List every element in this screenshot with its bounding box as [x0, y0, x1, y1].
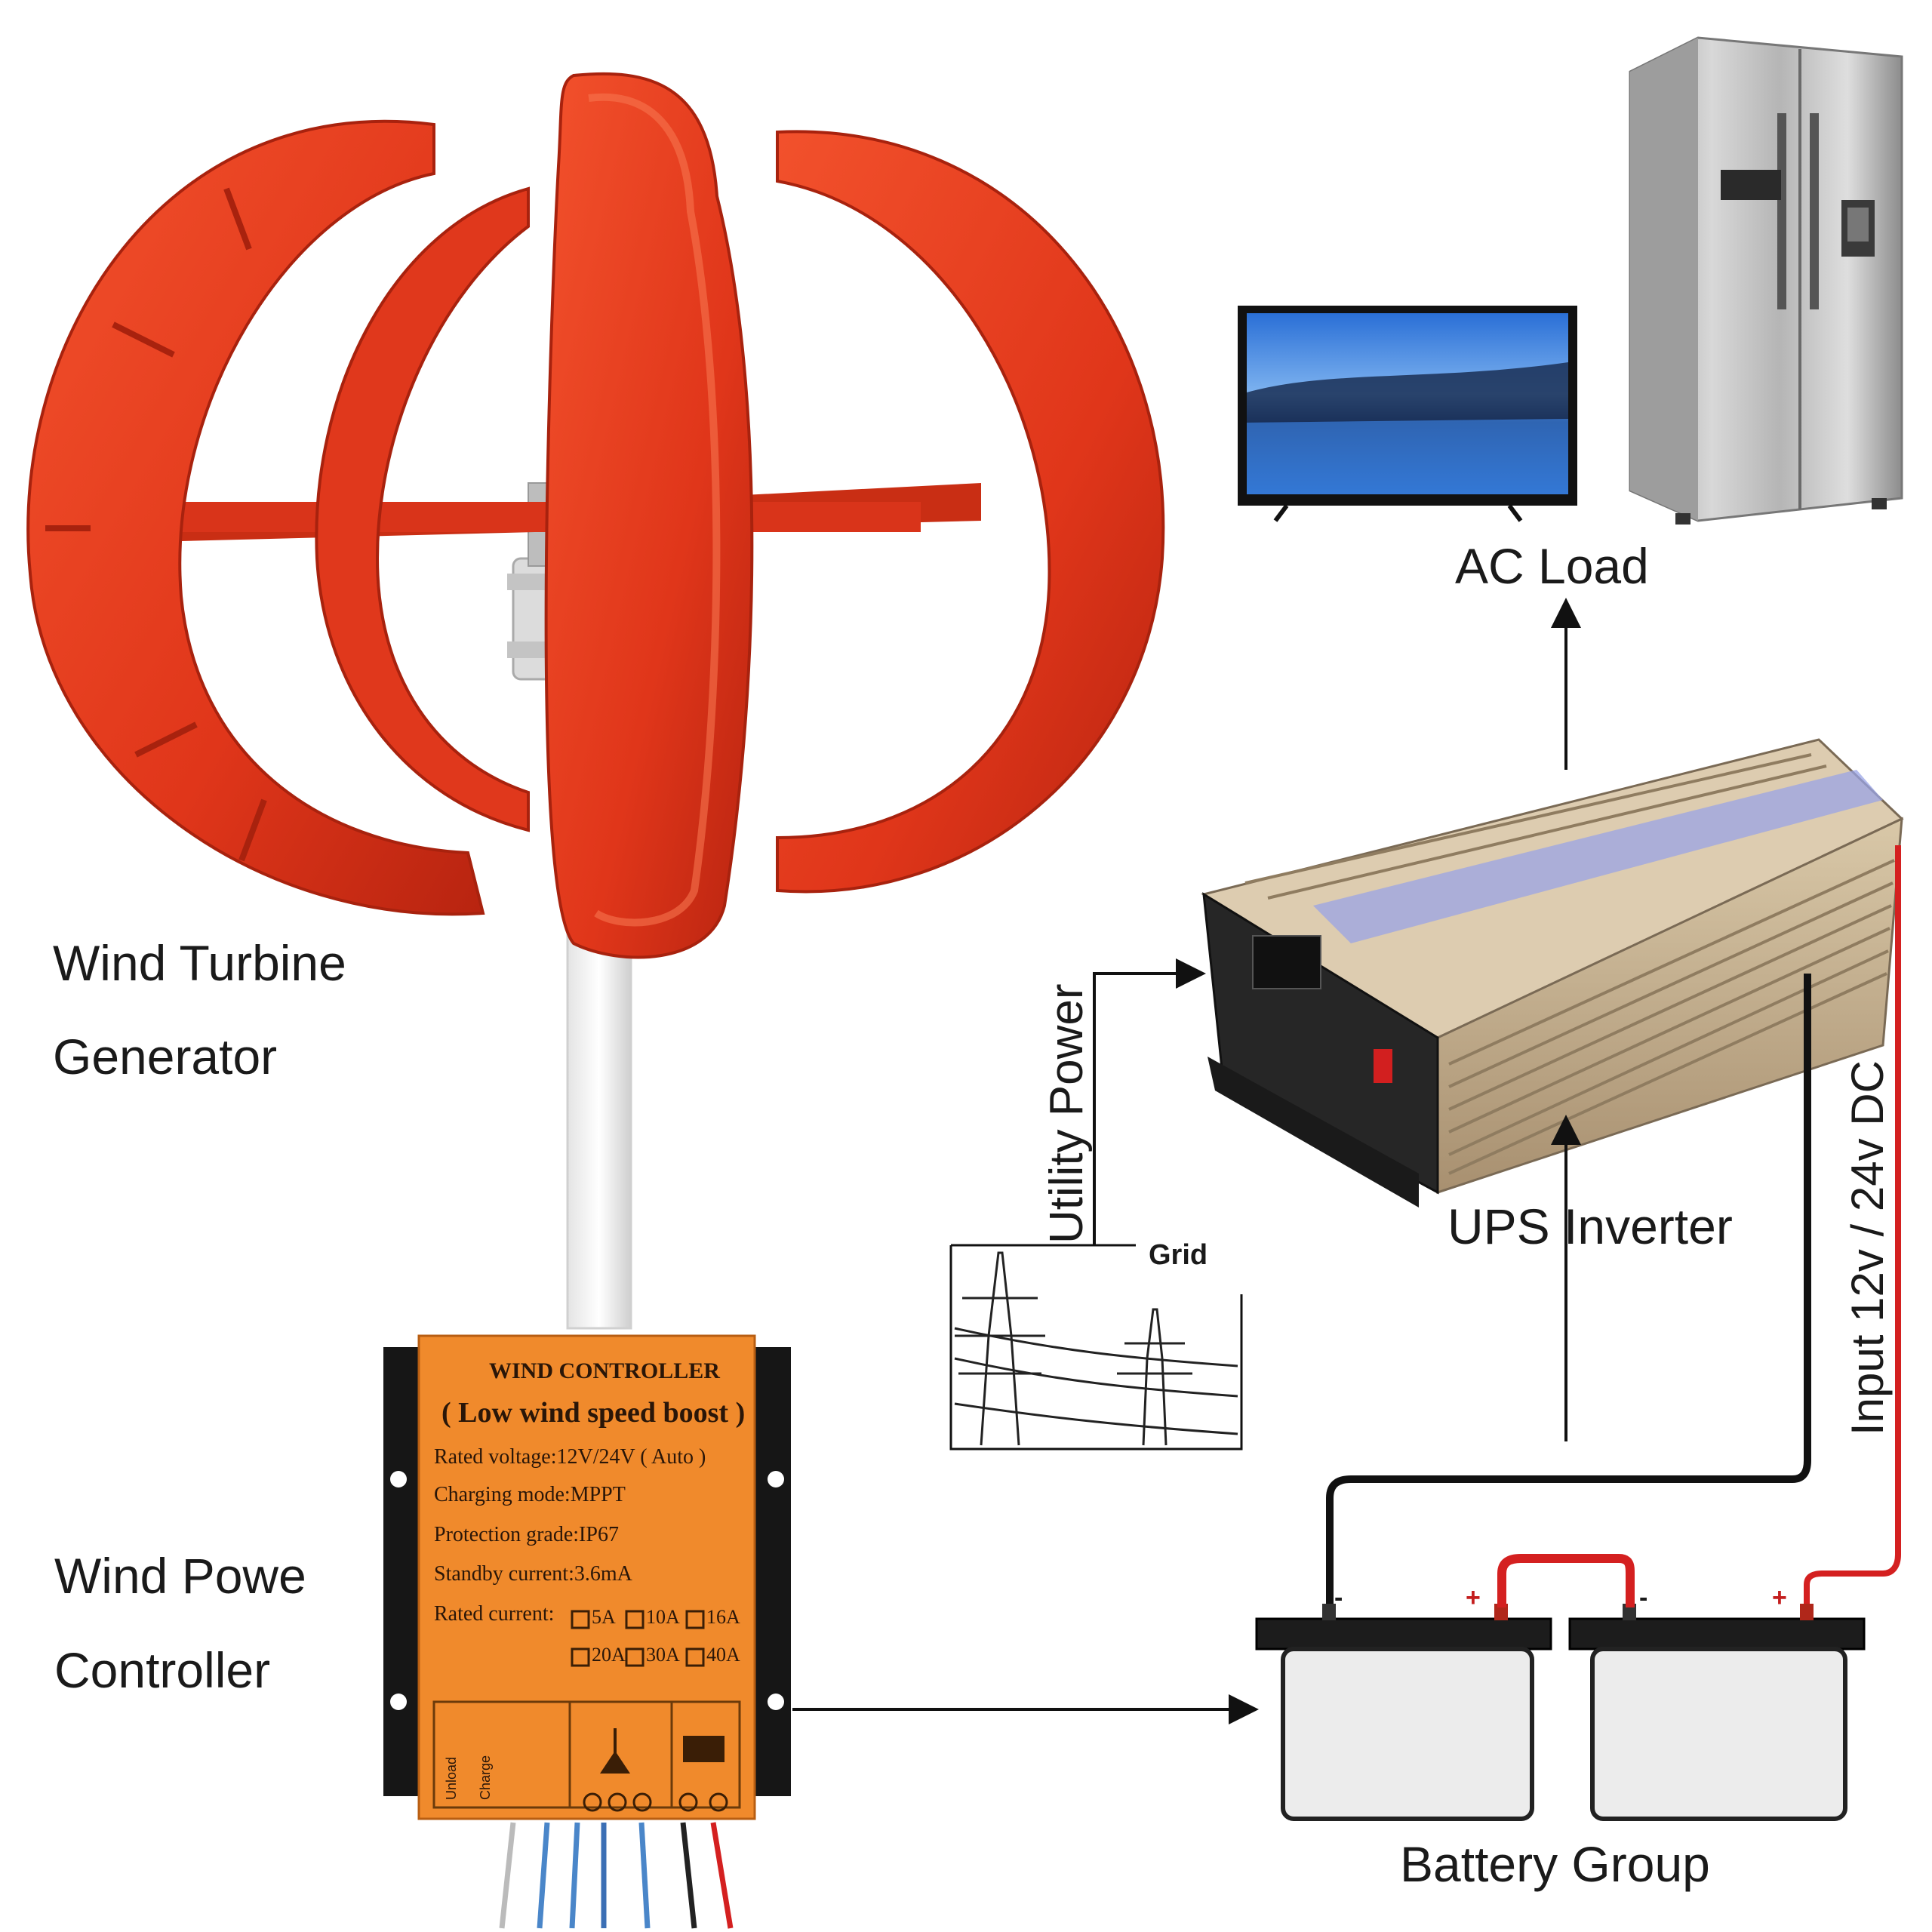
controller-current-option: 5A [592, 1606, 616, 1628]
label-input-dc: Input 12v / 24v DC [1842, 1060, 1893, 1435]
label-grid: Grid [1149, 1239, 1208, 1271]
label-wind-controller-line1: Wind Powe [54, 1548, 306, 1604]
grid-illustration [949, 1244, 1243, 1451]
controller-current-option: 20A [592, 1644, 626, 1666]
label-wind-turbine-line2: Generator [53, 1029, 278, 1084]
controller-terminal-unload: Unload [444, 1756, 459, 1800]
battery2-minus-sign: - [1639, 1583, 1648, 1612]
battery1-plus-sign: + [1466, 1583, 1481, 1612]
controller-current-option: 10A [646, 1606, 680, 1628]
controller-current-option: 30A [646, 1644, 680, 1666]
wind-controller-device [383, 1334, 791, 1929]
controller-rated-current-label: Rated current: [434, 1602, 555, 1626]
controller-protection: Protection grade:IP67 [434, 1523, 619, 1546]
battery-group [1255, 1554, 1866, 1821]
label-battery-group: Battery Group [1400, 1836, 1710, 1892]
ups-inverter [1201, 738, 1904, 1208]
battery1-minus-sign: - [1334, 1583, 1343, 1612]
label-wind-turbine-line1: Wind Turbine [53, 935, 346, 991]
television [1238, 306, 1577, 522]
controller-rated-voltage: Rated voltage:12V/24V ( Auto ) [434, 1445, 706, 1469]
controller-standby: Standby current:3.6mA [434, 1562, 632, 1586]
label-wind-controller-line2: Controller [54, 1642, 271, 1698]
controller-terminal-charge: Charge [478, 1755, 493, 1800]
controller-charging-mode: Charging mode:MPPT [434, 1483, 626, 1506]
label-utility-power: Utility Power [1041, 983, 1093, 1244]
label-ups-inverter: UPS Inverter [1447, 1198, 1733, 1254]
connection-lines [792, 598, 1901, 1724]
wind-turbine [26, 72, 1165, 1330]
controller-title: WIND CONTROLLER [489, 1358, 720, 1383]
label-ac-load: AC Load [1455, 538, 1649, 594]
controller-current-option: 40A [706, 1644, 740, 1666]
refrigerator [1629, 36, 1903, 525]
controller-subtitle: ( Low wind speed boost ) [441, 1397, 746, 1429]
controller-current-option: 16A [706, 1606, 740, 1628]
battery2-plus-sign: + [1772, 1583, 1787, 1612]
